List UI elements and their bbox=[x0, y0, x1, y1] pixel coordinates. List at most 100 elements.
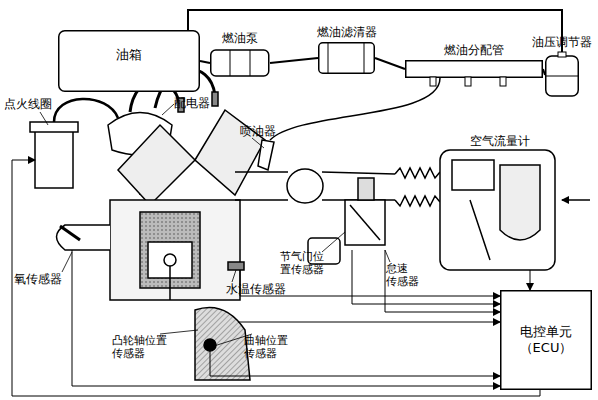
fuel-line bbox=[200, 61, 210, 63]
fuel-rail-outline bbox=[500, 77, 506, 86]
ignition-coil bbox=[30, 122, 78, 132]
signal-wire bbox=[12, 160, 540, 396]
part-name: 燃油分配管 bbox=[444, 43, 504, 57]
part-label: 水温传感器 bbox=[226, 282, 306, 296]
air-flow-meter bbox=[562, 199, 590, 201]
air-flow-meter bbox=[440, 150, 555, 270]
signal-wire bbox=[385, 250, 500, 312]
pressure-regulator-outline bbox=[546, 76, 578, 77]
part-label: 凸轮轴位置 传感器 bbox=[112, 334, 176, 360]
intake-manifold bbox=[395, 196, 440, 206]
injector bbox=[258, 78, 440, 170]
part-label: 配电器 bbox=[174, 96, 224, 110]
engine-block bbox=[164, 254, 176, 266]
fuel-pump-outline bbox=[230, 50, 231, 76]
part-label: 点火线圈 bbox=[4, 97, 64, 111]
node-text: 电控单元 （ECU） bbox=[510, 324, 582, 356]
leader-line bbox=[322, 232, 345, 252]
ignition-coil bbox=[54, 99, 118, 122]
leader-line bbox=[40, 104, 390, 346]
signal-wire bbox=[352, 250, 500, 304]
fuel-rail-outline bbox=[405, 60, 543, 78]
pressure-regulator: 油压调节器 bbox=[545, 52, 579, 98]
fuel-pump-outline bbox=[210, 48, 270, 78]
part-label: 喷油器 bbox=[240, 124, 290, 138]
leader-line bbox=[40, 112, 48, 125]
pressure-regulator-outline bbox=[545, 52, 579, 98]
part-label: 氧传感器 bbox=[14, 272, 74, 286]
engine-block bbox=[110, 200, 240, 300]
fuel-pump: 燃油泵 bbox=[210, 48, 270, 78]
fuel-tank-outline bbox=[59, 31, 200, 92]
signal-wire bbox=[238, 322, 500, 323]
sensor-parts bbox=[195, 308, 250, 381]
fuel-filter-outline bbox=[364, 43, 365, 73]
signal-wire bbox=[12, 160, 540, 396]
fuel-rail-outline bbox=[406, 61, 543, 78]
leader-line bbox=[232, 270, 236, 282]
cylinder-heads bbox=[212, 92, 218, 106]
part-label: 节气门位 置传感器 bbox=[280, 250, 332, 276]
fuel-line bbox=[270, 58, 318, 63]
fuel-pump-outline bbox=[211, 50, 269, 76]
part-name: 燃油滤清器 bbox=[317, 25, 377, 39]
fuel-rail-outline bbox=[465, 77, 471, 86]
ecu-box: 电控单元 （ECU） bbox=[500, 290, 592, 390]
fuel-filter-outline bbox=[318, 42, 375, 74]
sensor-parts bbox=[204, 339, 216, 351]
cylinder-heads bbox=[118, 92, 265, 205]
part-name: 油压调节器 bbox=[532, 35, 592, 49]
air-flow-meter bbox=[470, 200, 490, 260]
pressure-regulator-outline bbox=[546, 56, 579, 96]
signal-wire bbox=[530, 270, 531, 290]
text-holder: 油箱 bbox=[58, 30, 200, 92]
fuel-line bbox=[375, 58, 405, 69]
leader-line bbox=[252, 138, 264, 148]
signal-wire bbox=[72, 250, 500, 386]
ignition-coil bbox=[30, 99, 118, 188]
part-name: 燃油泵 bbox=[222, 31, 258, 45]
throttle-body bbox=[358, 178, 374, 200]
fuel-line bbox=[188, 10, 562, 52]
ecu-box-outline bbox=[501, 291, 592, 390]
cylinder-heads bbox=[118, 125, 195, 205]
fuel-filter-outline bbox=[328, 43, 329, 73]
ignition-coil bbox=[35, 130, 73, 188]
text-holder: 电控单元 （ECU） bbox=[500, 290, 592, 390]
node-text: 油箱 bbox=[116, 47, 142, 63]
throttle-body bbox=[345, 200, 385, 245]
leader-line bbox=[160, 330, 198, 334]
intake-manifold bbox=[235, 168, 440, 206]
part-label: 曲轴位置 传感器 bbox=[244, 334, 298, 360]
intake-manifold bbox=[287, 169, 323, 203]
fuel-rail: 燃油分配管 bbox=[405, 60, 543, 78]
air-flow-meter bbox=[452, 160, 494, 190]
exhaust-manifold bbox=[60, 226, 80, 240]
exhaust-manifold bbox=[57, 225, 111, 250]
fuel-filter: 燃油滤清器 bbox=[318, 42, 375, 74]
air-flow-meter bbox=[500, 165, 540, 240]
throttle-body bbox=[350, 205, 380, 240]
sensor-parts bbox=[228, 262, 244, 270]
injector bbox=[270, 78, 440, 140]
leader-line bbox=[162, 104, 174, 115]
air-flow-meter bbox=[440, 150, 590, 270]
fuel-filter-outline bbox=[319, 43, 375, 74]
engine-block bbox=[110, 200, 240, 300]
fuel-pump-outline bbox=[250, 50, 251, 76]
leader-line bbox=[62, 252, 72, 272]
sensor-parts bbox=[195, 262, 250, 380]
intake-manifold bbox=[395, 168, 440, 178]
fuel-line bbox=[543, 69, 545, 75]
pressure-regulator-outline bbox=[558, 52, 566, 57]
engine-block bbox=[169, 266, 171, 300]
part-label: 空气流量计 bbox=[470, 134, 550, 148]
leader-line bbox=[385, 250, 390, 262]
fuel-tank: 油箱 bbox=[58, 30, 200, 92]
fuel-rail-outline bbox=[430, 77, 436, 86]
part-label: 怠速 传感器 bbox=[386, 262, 426, 288]
cylinder-heads bbox=[195, 110, 265, 195]
exhaust-manifold bbox=[57, 225, 111, 250]
